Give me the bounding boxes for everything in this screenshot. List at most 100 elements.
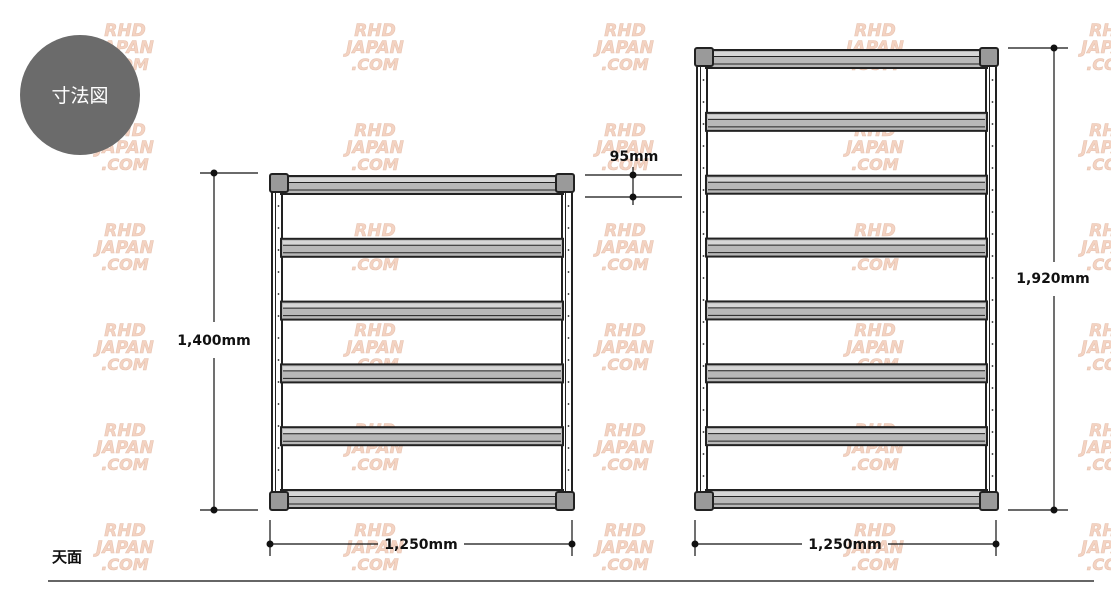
rack-post-hole: [702, 233, 705, 235]
rack-post-hole: [277, 447, 280, 449]
rack-post-hole: [991, 453, 994, 455]
badge-label: 寸法図: [51, 85, 108, 107]
rack-corner-cap: [694, 491, 714, 511]
dimension-badge: 寸法図: [20, 35, 140, 155]
watermark-line: .COM: [1086, 255, 1111, 274]
rack-post-hole: [567, 337, 570, 339]
watermark-line: .COM: [601, 55, 648, 74]
large-height-label: 1,920mm: [1016, 271, 1089, 287]
watermark-line: JAPAN: [93, 538, 154, 558]
rack-post-hole: [991, 343, 994, 345]
watermark-line: JAPAN: [843, 338, 904, 358]
rack-post-hole: [277, 315, 280, 317]
watermark-line: .COM: [101, 455, 148, 474]
rack-post-hole: [991, 211, 994, 213]
watermark-line: .COM: [851, 555, 898, 574]
watermark-line: JAPAN: [1078, 438, 1111, 458]
rack-large: [694, 47, 999, 511]
rack-post-hole: [991, 299, 994, 301]
watermark-line: JAPAN: [93, 438, 154, 458]
watermark-line: RHD: [104, 521, 145, 541]
rack-shelf-highlight: [283, 178, 561, 182]
spacing-dot-bottom: [629, 193, 637, 201]
rack-post-hole: [277, 227, 280, 229]
large-width-dot-right: [992, 540, 1000, 548]
watermark-line: RHD: [604, 221, 645, 241]
watermark-line: RHD: [604, 21, 645, 41]
watermark-line: RHD: [604, 521, 645, 541]
rack-post-hole: [567, 271, 570, 273]
watermark-line: .COM: [351, 455, 398, 474]
watermark-line: .COM: [601, 355, 648, 374]
rack-post-hole: [991, 79, 994, 81]
watermark-line: .COM: [101, 255, 148, 274]
rack-shelf-highlight: [708, 114, 985, 119]
rack-post-hole: [567, 315, 570, 317]
rack-post-hole: [702, 167, 705, 169]
watermark-line: JAPAN: [343, 538, 404, 558]
watermark-line: JAPAN: [93, 338, 154, 358]
rack-corner-cap: [555, 173, 575, 193]
rack-post-hole: [991, 101, 994, 103]
rack-small: [269, 173, 575, 511]
watermark-line: RHD: [1089, 121, 1111, 141]
watermark-line: .COM: [601, 255, 648, 274]
watermark-line: RHD: [854, 221, 895, 241]
rack-post-hole: [702, 145, 705, 147]
watermark-line: .COM: [351, 255, 398, 274]
rack-post-hole: [567, 249, 570, 251]
watermark-line: RHD: [854, 521, 895, 541]
watermark-line: .COM: [351, 155, 398, 174]
watermark-line: RHD: [104, 321, 145, 341]
rack-shelf-highlight: [708, 52, 985, 56]
watermark-line: .COM: [101, 555, 148, 574]
watermark-line: .COM: [351, 55, 398, 74]
watermark-line: .COM: [851, 155, 898, 174]
small-width-dimension: [266, 520, 576, 556]
rack-post-hole: [277, 403, 280, 405]
rack-shelf-highlight: [283, 366, 561, 371]
rack-shelf-highlight: [708, 177, 985, 182]
watermark-line: .COM: [101, 355, 148, 374]
watermark-line: RHD: [604, 321, 645, 341]
rack-post-hole: [277, 249, 280, 251]
rack-shelf-highlight: [283, 240, 561, 245]
small-height-dot-bottom: [210, 506, 218, 514]
rack-post-hole: [702, 387, 705, 389]
rack-post-hole: [991, 321, 994, 323]
rack-post-hole: [991, 189, 994, 191]
rack-post-hole: [277, 425, 280, 427]
watermark-line: .COM: [601, 455, 648, 474]
watermark-line: JAPAN: [1078, 38, 1111, 58]
rack-shelf-highlight: [708, 240, 985, 245]
watermark-line: .COM: [1086, 355, 1111, 374]
watermark-line: JAPAN: [1078, 238, 1111, 258]
watermark-line: .COM: [601, 155, 648, 174]
rack-post-hole: [567, 205, 570, 207]
watermark-line: .COM: [851, 255, 898, 274]
spacing-dot-top: [629, 171, 637, 179]
rack-post-hole: [567, 425, 570, 427]
watermark-line: RHD: [354, 321, 395, 341]
rack-post-hole: [567, 403, 570, 405]
large-width-label: 1,250mm: [808, 537, 881, 553]
rack-shelf-highlight: [708, 303, 985, 308]
small-height-dimension: [200, 169, 258, 514]
large-width-dimension: [691, 520, 1000, 556]
watermark-line: .COM: [351, 555, 398, 574]
rack-post-hole: [277, 293, 280, 295]
watermark-line: JAPAN: [593, 438, 654, 458]
watermark-line: RHD: [354, 121, 395, 141]
watermark-line: RHD: [1089, 321, 1111, 341]
rack-post-hole: [567, 447, 570, 449]
watermark-line: RHD: [354, 521, 395, 541]
rack-post-hole: [991, 431, 994, 433]
